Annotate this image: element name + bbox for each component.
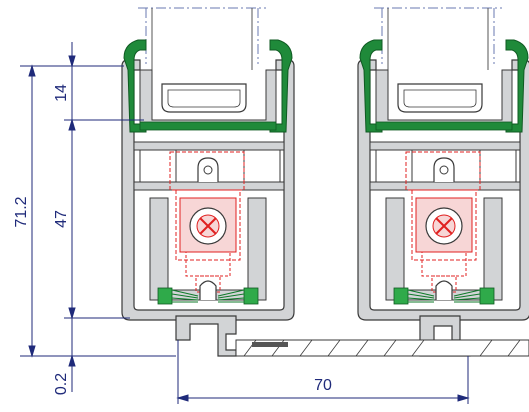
dimension-lines — [20, 42, 470, 404]
dim-middle-height: 47 — [53, 210, 70, 228]
dim-top-height: 14 — [53, 84, 70, 102]
track-unit-left — [121, 7, 295, 321]
dim-bottom-offset: 0.2 — [53, 373, 70, 395]
dim-overall-height: 71.2 — [13, 196, 30, 227]
track-unit-right — [357, 7, 529, 321]
bottom-track — [175, 315, 529, 357]
dim-track-spacing: 70 — [314, 377, 332, 394]
